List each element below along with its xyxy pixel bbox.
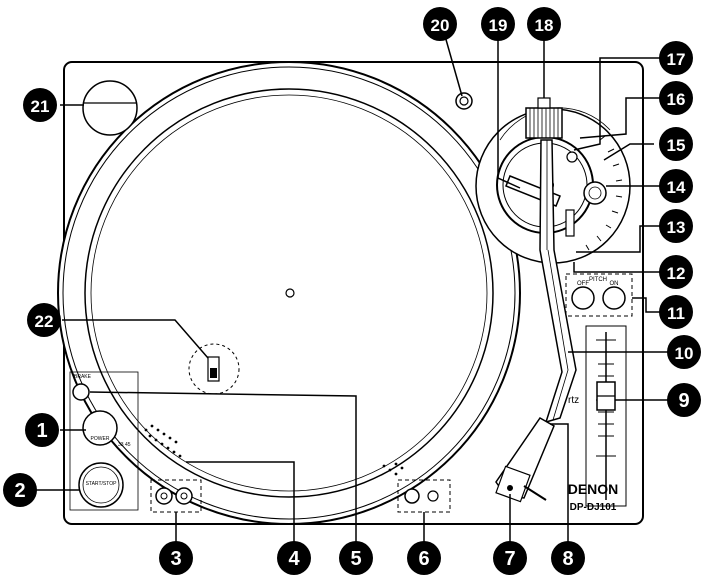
svg-text:2: 2 bbox=[14, 480, 25, 502]
callout-1: 1 bbox=[25, 413, 59, 447]
callout-3: 3 bbox=[159, 541, 193, 575]
pitch-on-label: ON bbox=[610, 281, 619, 287]
callout-21: 21 bbox=[23, 88, 57, 122]
hertz-label: rtz bbox=[568, 395, 579, 406]
svg-text:15: 15 bbox=[667, 136, 686, 155]
tonearm bbox=[495, 139, 577, 503]
callout-5: 5 bbox=[339, 541, 373, 575]
callout-11: 11 bbox=[659, 295, 693, 329]
callout-9: 9 bbox=[667, 383, 701, 417]
adapter-holder bbox=[82, 80, 138, 136]
power-label: POWER bbox=[91, 436, 110, 442]
brand-logo: DENON bbox=[568, 481, 619, 497]
callout-2: 2 bbox=[3, 473, 37, 507]
svg-text:8: 8 bbox=[562, 548, 573, 570]
svg-text:18: 18 bbox=[535, 16, 554, 35]
svg-text:10: 10 bbox=[675, 344, 694, 363]
svg-text:20: 20 bbox=[431, 16, 450, 35]
strobe-dots bbox=[144, 424, 404, 476]
speed-label: 33 45 bbox=[118, 442, 131, 448]
svg-text:12: 12 bbox=[667, 264, 686, 283]
platter bbox=[57, 61, 521, 525]
svg-text:21: 21 bbox=[31, 97, 50, 116]
svg-text:4: 4 bbox=[288, 548, 300, 570]
callout-14: 14 bbox=[659, 169, 693, 203]
callout-13: 13 bbox=[659, 209, 693, 243]
pitch-label: PITCH bbox=[589, 277, 607, 283]
arm-lift-knob bbox=[455, 92, 473, 110]
callout-8: 8 bbox=[551, 541, 585, 575]
svg-text:17: 17 bbox=[667, 50, 686, 69]
svg-text:22: 22 bbox=[35, 312, 54, 331]
svg-text:11: 11 bbox=[667, 304, 685, 323]
svg-text:13: 13 bbox=[667, 218, 686, 237]
svg-text:3: 3 bbox=[170, 548, 181, 570]
callout-7: 7 bbox=[493, 541, 527, 575]
callout-10: 10 bbox=[667, 335, 701, 369]
callout-18: 18 bbox=[527, 7, 561, 41]
svg-text:7: 7 bbox=[504, 548, 515, 570]
model-name: DP-DJ101 bbox=[570, 502, 617, 513]
callout-4: 4 bbox=[277, 541, 311, 575]
svg-text:14: 14 bbox=[667, 178, 686, 197]
callout-22: 22 bbox=[27, 303, 61, 337]
target-light bbox=[397, 479, 451, 513]
callout-15: 15 bbox=[659, 127, 693, 161]
callout-6: 6 bbox=[407, 541, 441, 575]
svg-text:5: 5 bbox=[350, 548, 361, 570]
callout-badges: 1 2 3 4 5 6 7 8 9 10 11 12 13 14 15 16 1… bbox=[3, 7, 701, 575]
pitch-off-label: OFF bbox=[577, 281, 589, 287]
callout-17: 17 bbox=[659, 41, 693, 75]
start-stop-label: START/STOP bbox=[86, 481, 118, 487]
speed-buttons bbox=[150, 479, 202, 513]
svg-text:9: 9 bbox=[678, 390, 689, 412]
svg-text:16: 16 bbox=[667, 90, 686, 109]
spindle bbox=[285, 288, 295, 298]
pitch-buttons: OFF ON PITCH bbox=[565, 273, 633, 317]
brake-label: BRAKE bbox=[74, 374, 92, 380]
svg-text:19: 19 bbox=[489, 16, 508, 35]
callout-20: 20 bbox=[423, 7, 457, 41]
svg-text:1: 1 bbox=[36, 420, 47, 442]
leader-lines bbox=[36, 34, 680, 550]
svg-text:6: 6 bbox=[418, 548, 429, 570]
callout-16: 16 bbox=[659, 81, 693, 115]
speed-select-switch bbox=[188, 343, 240, 395]
pitch-fader: rtz bbox=[568, 325, 627, 507]
left-panel: BRAKE POWER START/STOP 33 45 bbox=[69, 371, 139, 511]
callout-12: 12 bbox=[659, 255, 693, 289]
callout-19: 19 bbox=[481, 7, 515, 41]
